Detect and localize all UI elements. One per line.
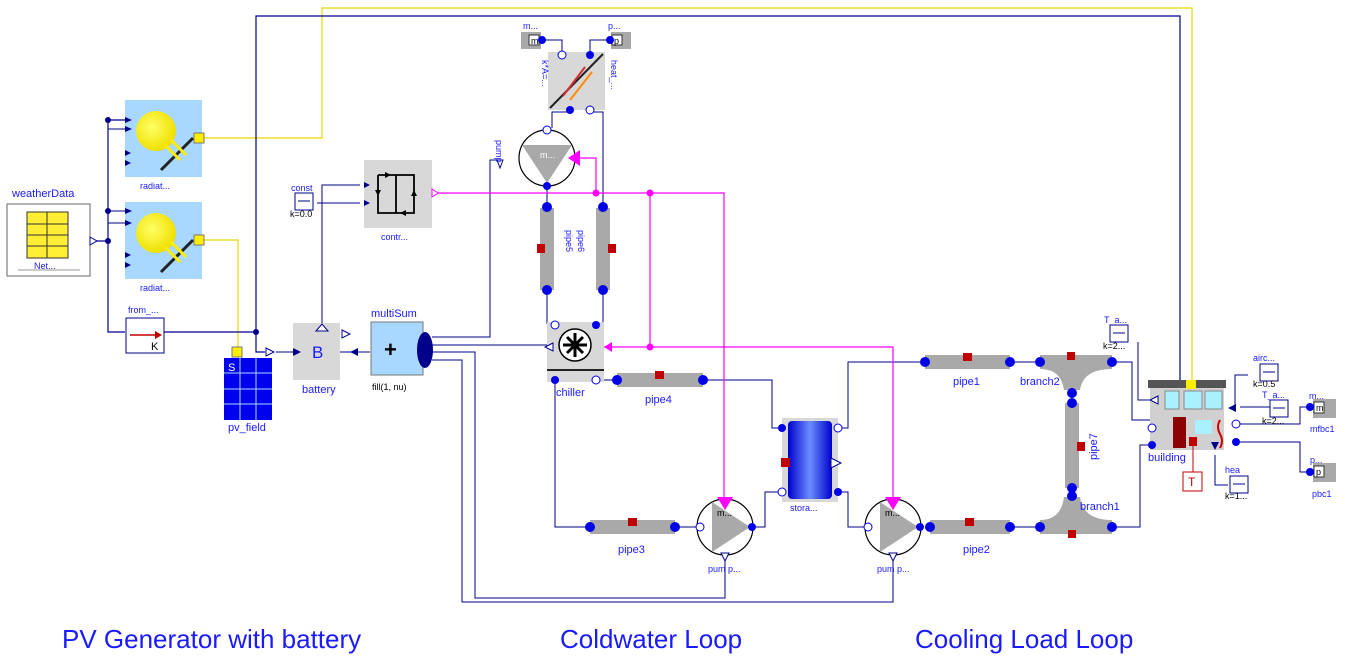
temp-sensor-symbol: T: [1188, 475, 1196, 489]
controller-block[interactable]: contr...: [364, 160, 439, 242]
chiller-block[interactable]: chiller: [543, 320, 612, 399]
source-m-top-label: m...: [523, 21, 538, 31]
battery-symbol: B: [312, 343, 323, 362]
pbc1-symbol: p: [1316, 467, 1321, 477]
pipe5-label: pipe5: [564, 230, 574, 252]
battery-block[interactable]: B battery: [293, 323, 352, 396]
pipe6-label: pipe6: [576, 230, 586, 252]
mfbc1-symbol: m: [1316, 403, 1324, 413]
section-title-pv: PV Generator with battery: [62, 624, 361, 654]
branch2-block[interactable]: branch2: [1020, 352, 1117, 398]
source-p-top-label: p...: [608, 21, 621, 31]
pump-bottom-left-block[interactable]: m... pum p...: [695, 497, 756, 574]
t-amb-top-block[interactable]: T_a... k=2...: [1103, 315, 1129, 351]
from-kelvin-block[interactable]: from_... K: [125, 305, 165, 354]
pump-bottom-right-label: pum p...: [877, 564, 910, 574]
pipe5-block[interactable]: pipe5: [537, 202, 574, 295]
weather-data-block[interactable]: weatherData Net...: [6, 188, 99, 277]
radiation-bottom-label: radiat...: [140, 283, 170, 293]
airc-value: k=0.5: [1253, 379, 1275, 389]
from-kelvin-symbol: K: [151, 341, 159, 353]
multisum-label: multiSum: [371, 308, 417, 320]
pv-field-label: pv_field: [228, 422, 266, 434]
pbc1-label: pbc1: [1312, 489, 1332, 499]
heat-exchanger-label-left: k*A=...: [540, 60, 550, 87]
temp-sensor-block[interactable]: T: [1182, 446, 1203, 492]
mfbc1-label: mfbc1: [1310, 424, 1335, 434]
radiation-top-label: radiat...: [140, 181, 170, 191]
source-m-top-symbol: m: [531, 36, 539, 46]
source-m-top-block[interactable]: m... m: [521, 21, 546, 49]
pipe2-label: pipe2: [963, 544, 990, 556]
source-p-top-symbol: p: [614, 36, 619, 46]
const-value: k=0.0: [290, 209, 312, 219]
hea-block[interactable]: hea k=1...: [1225, 465, 1249, 501]
mfbc1-block[interactable]: m... m mfbc1: [1306, 391, 1336, 434]
pipe1-block[interactable]: pipe1: [920, 353, 1015, 388]
chiller-label: chiller: [556, 387, 585, 399]
pipe1-label: pipe1: [953, 376, 980, 388]
pump-bottom-right-block[interactable]: m... pum p...: [863, 497, 924, 574]
storage-label: stora...: [790, 503, 818, 513]
section-title-coldwater: Coldwater Loop: [560, 624, 742, 654]
junctions: [105, 117, 654, 351]
connections: [96, 7, 1310, 603]
t-amb-right-value: k=2...: [1262, 416, 1284, 426]
const-block[interactable]: const k=0.0: [290, 183, 314, 219]
const-label: const: [291, 183, 313, 193]
pump-bottom-left-inner: m...: [717, 508, 732, 518]
pipe7-block[interactable]: pipe7: [1065, 398, 1100, 493]
branch2-label: branch2: [1020, 376, 1060, 388]
pump-top-label: pump: [494, 140, 504, 163]
pipe6-block[interactable]: pipe6: [576, 202, 616, 295]
heat-exchanger-block[interactable]: k*A=... heat_...: [540, 50, 619, 115]
heat-exchanger-label-right: heat_...: [609, 60, 619, 90]
airc-block[interactable]: airc... k=0.5: [1253, 353, 1279, 389]
pbc1-sublabel: p...: [1310, 455, 1323, 465]
pipe3-label: pipe3: [618, 544, 645, 556]
from-kelvin-label: from_...: [128, 305, 159, 315]
hea-value: k=1...: [1225, 491, 1247, 501]
airc-label: airc...: [1253, 353, 1275, 363]
pump-bottom-right-inner: m...: [885, 508, 900, 518]
wire-top-bus: [255, 15, 1181, 381]
t-amb-right-block[interactable]: T_a... k=2...: [1262, 390, 1289, 426]
pipe4-block[interactable]: pipe4: [612, 371, 708, 406]
t-amb-right-label: T_a...: [1262, 390, 1285, 400]
battery-label: battery: [302, 384, 336, 396]
pump-top-inner: m...: [540, 150, 555, 160]
t-amb-top-value: k=2...: [1103, 341, 1125, 351]
multisum-block[interactable]: multiSum + fill(1, nu): [350, 308, 433, 392]
pipe7-label: pipe7: [1088, 433, 1100, 460]
section-title-cooling: Cooling Load Loop: [915, 624, 1133, 654]
building-label: building: [1148, 452, 1186, 464]
pipe3-block[interactable]: pipe3: [585, 518, 680, 556]
pipe2-block[interactable]: pipe2: [925, 518, 1015, 556]
branch1-block[interactable]: branch1: [1035, 491, 1120, 538]
wire-radiation-bottom-to-pvfield: [200, 239, 239, 348]
mfbc1-sublabel: m...: [1309, 391, 1324, 401]
hea-label: hea: [1225, 465, 1240, 475]
weather-data-sublabel: Net...: [34, 261, 56, 271]
pump-top-block[interactable]: m... pump: [494, 125, 580, 190]
pipe4-label: pipe4: [645, 394, 672, 406]
weather-data-label: weatherData: [11, 188, 75, 200]
pv-field-symbol: S: [228, 362, 235, 374]
building-block[interactable]: building: [1147, 380, 1241, 464]
radiation-bottom-block[interactable]: radiat...: [125, 202, 205, 293]
storage-block[interactable]: stora...: [777, 418, 843, 513]
multisum-symbol: +: [384, 337, 397, 362]
radiation-top-block[interactable]: radiat...: [125, 100, 205, 191]
multisum-param: fill(1, nu): [372, 382, 407, 392]
branch1-label: branch1: [1080, 501, 1120, 513]
wire-radiation-top-to-building: [200, 7, 1193, 381]
controller-label: contr...: [381, 232, 408, 242]
pbc1-block[interactable]: p... p pbc1: [1306, 455, 1336, 499]
pump-bottom-left-label: pum p...: [708, 564, 741, 574]
t-amb-top-label: T_a...: [1104, 315, 1127, 325]
pv-field-block[interactable]: S pv_field: [224, 346, 276, 434]
source-p-top-block[interactable]: p... p: [606, 21, 631, 49]
